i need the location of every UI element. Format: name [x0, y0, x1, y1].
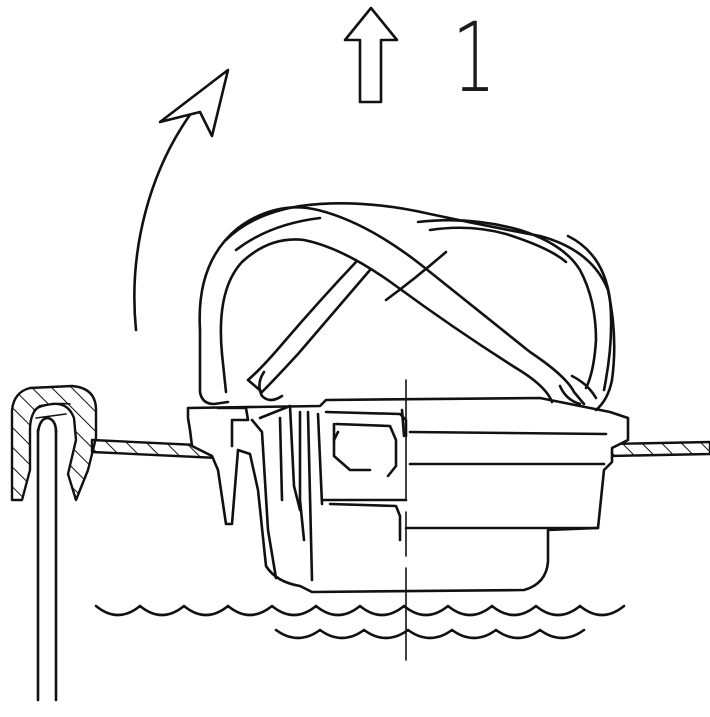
fluid-surface-waves — [94, 604, 626, 640]
reference-numeral: 1 — [452, 2, 496, 114]
right-panel-sheet — [608, 440, 710, 458]
curved-rotation-arrow — [133, 68, 230, 332]
tank-filler-neck — [10, 384, 98, 702]
valve-base-housing — [186, 396, 630, 594]
folding-handle — [198, 202, 616, 412]
upward-direction-arrow — [343, 6, 399, 104]
